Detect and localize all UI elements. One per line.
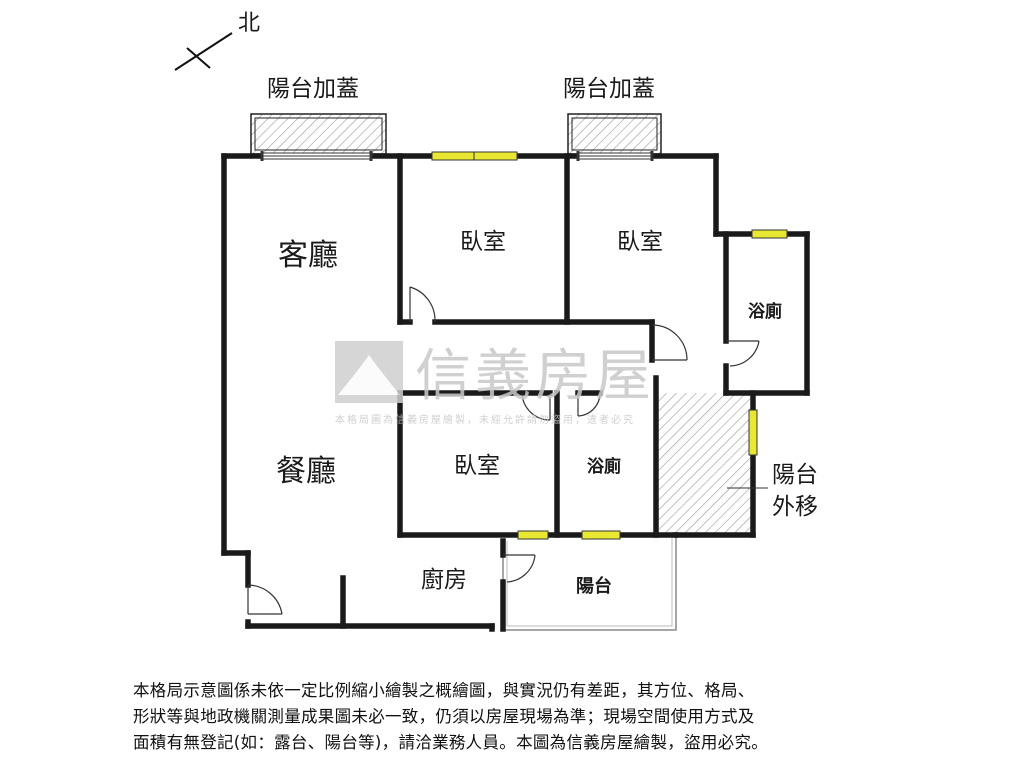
- bathroom-1-label: 浴廁: [748, 301, 782, 322]
- watermark: 信義房屋 本格局圖為信義房屋繪製，未經允許請勿盜用，違者必究: [335, 341, 655, 426]
- bathroom-2-label: 浴廁: [587, 456, 621, 477]
- balcony-cover-left-label: 陽台加蓋: [267, 76, 359, 102]
- balcony-moved-label-line2: 外移: [772, 494, 818, 520]
- sliding-doors: [260, 151, 654, 161]
- disclaimer-line-2: 形狀等與地政機關測量成果圖未必一致，仍須以房屋現場為準；現場空間使用方式及: [133, 707, 755, 726]
- disclaimer-line-3: 面積有無登記(如：露台、陽台等)，請洽業務人員。本圖為信義房屋繪製，盜用必究。: [133, 733, 769, 752]
- north-arrow-icon: [174, 32, 233, 71]
- living-room-label: 客廳: [278, 238, 338, 273]
- dining-room-label: 餐廳: [276, 454, 336, 489]
- balcony-moved-label-line1: 陽台: [772, 462, 818, 488]
- disclaimer-line-1: 本格局示意圖係未依一定比例縮小繪製之概繪圖，與實況仍有差距，其方位、格局、: [133, 681, 755, 700]
- windows: [431, 151, 788, 540]
- north-label: 北: [238, 11, 260, 36]
- balcony-moved-area: [656, 393, 753, 533]
- kitchen-label: 廚房: [421, 567, 467, 593]
- balcony-label: 陽台: [576, 575, 612, 597]
- balcony-cover-right-label: 陽台加蓋: [563, 76, 655, 102]
- bedroom-3-label: 臥室: [454, 453, 500, 479]
- swing-doors: [247, 286, 760, 615]
- bedroom-2-label: 臥室: [617, 229, 663, 255]
- bedroom-1-label: 臥室: [460, 229, 506, 255]
- balcony-cover-right: [567, 113, 662, 155]
- walls: [221, 153, 810, 632]
- watermark-brand: 信義房屋: [415, 344, 655, 409]
- disclaimer: 本格局示意圖係未依一定比例縮小繪製之概繪圖，與實況仍有差距，其方位、格局、 形狀…: [133, 678, 913, 756]
- balcony-cover-left: [250, 113, 387, 155]
- watermark-notice: 本格局圖為信義房屋繪製，未經允許請勿盜用，違者必究: [335, 413, 635, 426]
